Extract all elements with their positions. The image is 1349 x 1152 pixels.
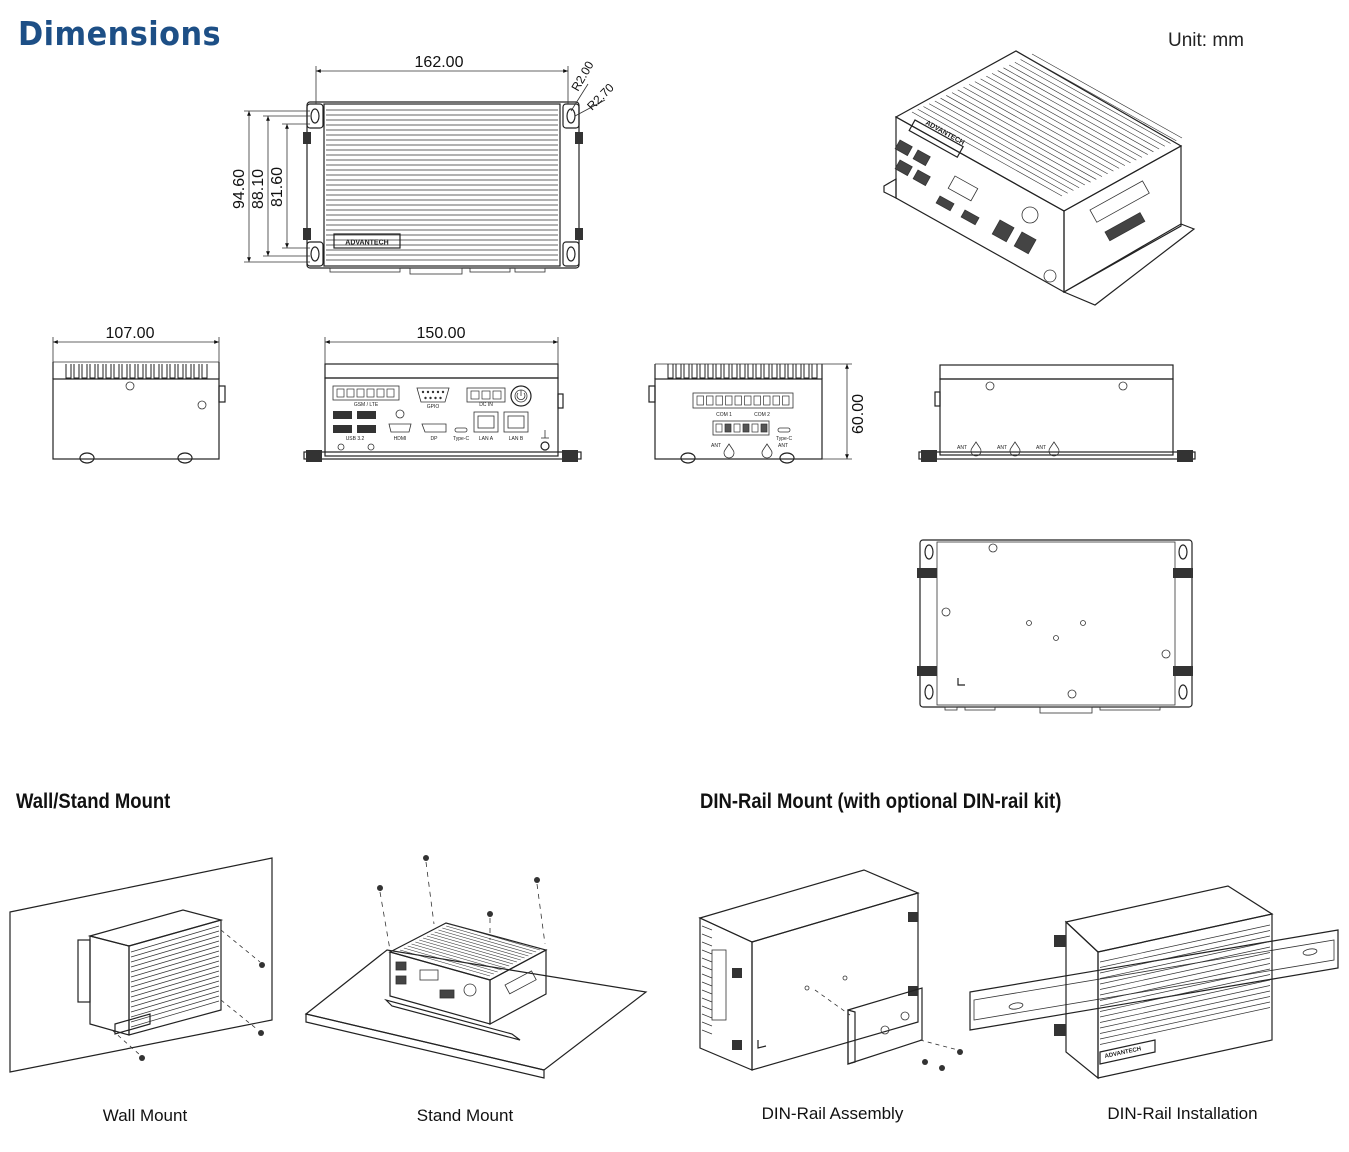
port-label-lan-b: LAN B — [509, 436, 524, 442]
din-rail-assembly-illustration — [698, 869, 963, 1071]
rear-ant-label-1: ANT — [711, 443, 721, 449]
rear-ant-label-2: ANT — [778, 443, 788, 449]
dim-depth-height: 60.00 — [850, 394, 867, 434]
din-brand-label: ADVANTECH — [1104, 1046, 1142, 1060]
top-view-brand-label: ADVANTECH — [345, 240, 388, 247]
dim-height-inner: 81.60 — [269, 167, 286, 207]
dim-side-width: 107.00 — [106, 325, 155, 342]
port-label-gpio: GPIO — [427, 404, 440, 410]
dim-height-outer: 94.60 — [231, 169, 248, 209]
port-label-dp: DP — [431, 436, 439, 442]
port-label-usb: USB 3.2 — [346, 436, 365, 442]
top-view-fins — [326, 109, 558, 261]
front-view-drawing: GSM / LTE GPIO DC IN USB 3.2 HDMI DP Typ… — [303, 325, 582, 462]
caption-stand-mount: Stand Mount — [416, 1106, 514, 1125]
port-label-dc: DC IN — [479, 402, 493, 408]
iso-product-drawing: ADVANTECH — [883, 50, 1196, 306]
unit-label: Unit: mm — [1168, 30, 1244, 51]
caption-wall-mount: Wall Mount — [102, 1106, 188, 1125]
side-view-left-fins — [65, 364, 208, 379]
bottom-view-drawing — [917, 539, 1193, 714]
wall-stand-section-title: Wall/Stand Mount — [16, 790, 171, 813]
page-title: Dimensions — [18, 14, 222, 53]
port-label-com1: COM 1 — [716, 412, 732, 418]
dim-height-middle: 88.10 — [250, 169, 267, 209]
rear-view-fins — [667, 364, 818, 379]
side-view-left-drawing: 107.00 — [52, 325, 226, 464]
stand-mount-illustration — [304, 855, 648, 1079]
back-ant-label-3: ANT — [1036, 445, 1046, 451]
caption-din-rail-installation: DIN-Rail Installation — [1107, 1104, 1258, 1123]
port-label-typec: Type-C — [453, 436, 470, 442]
back-view-drawing: ANT ANT ANT — [918, 364, 1196, 462]
din-rail-section-title: DIN-Rail Mount (with optional DIN-rail k… — [700, 790, 1062, 813]
dim-front-width: 150.00 — [417, 325, 466, 342]
caption-din-rail-assembly: DIN-Rail Assembly — [761, 1104, 904, 1123]
dim-top-width: 162.00 — [415, 54, 464, 71]
dim-radius-small: R2.00 — [568, 58, 596, 93]
port-label-hdmi: HDMI — [394, 436, 407, 442]
dim-radius-large: R2.70 — [584, 80, 617, 113]
back-ant-label-1: ANT — [957, 445, 967, 451]
iso-fins — [911, 53, 1183, 197]
back-ant-label-2: ANT — [997, 445, 1007, 451]
wall-mount-illustration — [9, 857, 273, 1073]
port-label-gsm: GSM / LTE — [354, 402, 379, 408]
din-rail-installation-illustration: ADVANTECH — [969, 885, 1339, 1080]
rear-view-drawing: COM 1 COM 2 Type-C ANT ANT 60.00 — [648, 363, 867, 464]
rear-port-label-typec: Type-C — [776, 436, 793, 442]
port-label-lan-a: LAN A — [479, 436, 494, 442]
top-view-drawing: ADVANTECH 162.00 R2.00 R2.70 — [231, 54, 617, 275]
port-label-com2: COM 2 — [754, 412, 770, 418]
